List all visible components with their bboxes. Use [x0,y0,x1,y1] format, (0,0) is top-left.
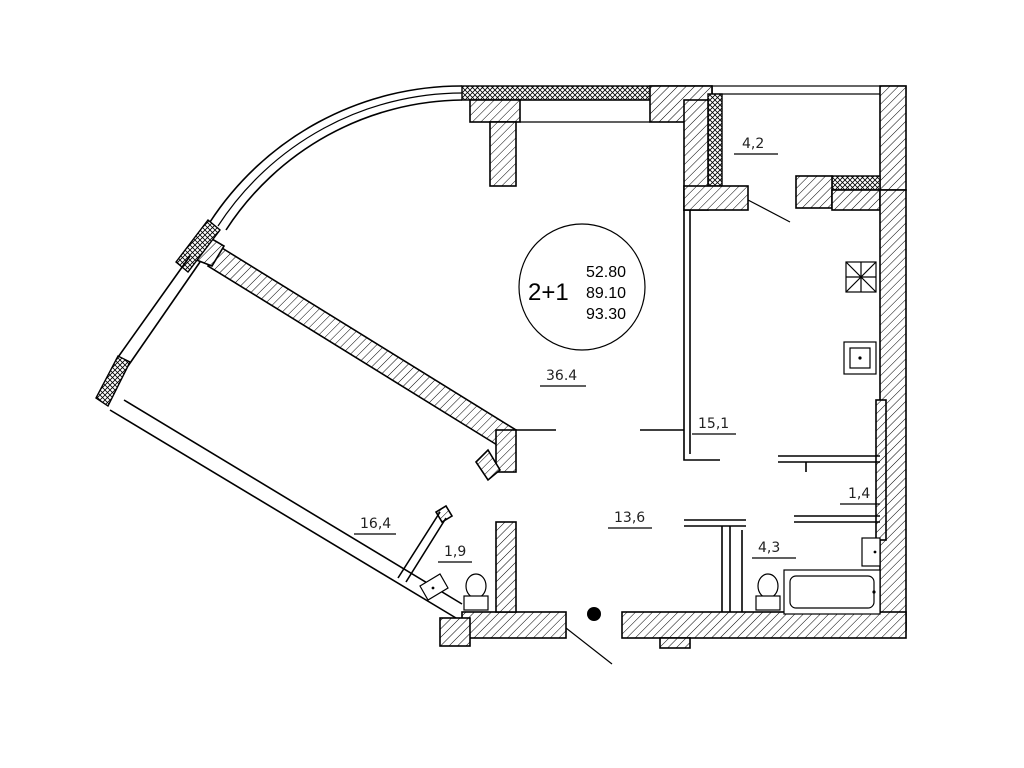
top-wall [461,85,713,187]
right-wall [875,189,907,631]
badge-area-gross: 93.30 [586,306,626,323]
toilet-icon [755,573,781,611]
entrance-marker [587,607,601,621]
entrance-door-swing [565,627,613,665]
room-label-bedroom: 16,4 [360,516,391,532]
badge-circle [518,223,646,351]
badge-area-living: 52.80 [586,264,626,281]
badge-area-total: 89.10 [586,285,626,302]
bathtub-icon [783,569,881,615]
balcony-walls [683,85,907,223]
diagonal-walls [95,218,556,619]
room-labels: 36.4 16,4 15,1 13,6 4,2 4,3 1,9 1,4 [354,136,880,563]
room-label-storage: 1,4 [848,486,870,502]
wc-toilet-icon [463,573,489,611]
bottom-wall [439,521,907,649]
apartment-type: 2+1 [528,279,569,306]
room-label-hall: 13,6 [614,510,645,526]
room-label-wc: 1,9 [444,544,466,560]
curved-facade [209,85,463,231]
room-label-kitchen: 15,1 [698,416,729,432]
partitions [397,210,880,612]
kitchen-sink-icon [843,341,877,375]
stove-icon [845,261,877,293]
wc-washbasin-icon [419,573,449,601]
apartment-badge: 2+1 52.80 89.10 93.30 [518,223,646,351]
room-label-bath: 4,3 [758,540,780,556]
room-label-living: 36.4 [546,368,577,384]
bath-washbasin-icon [861,537,881,567]
room-label-balcony: 4,2 [742,136,764,152]
